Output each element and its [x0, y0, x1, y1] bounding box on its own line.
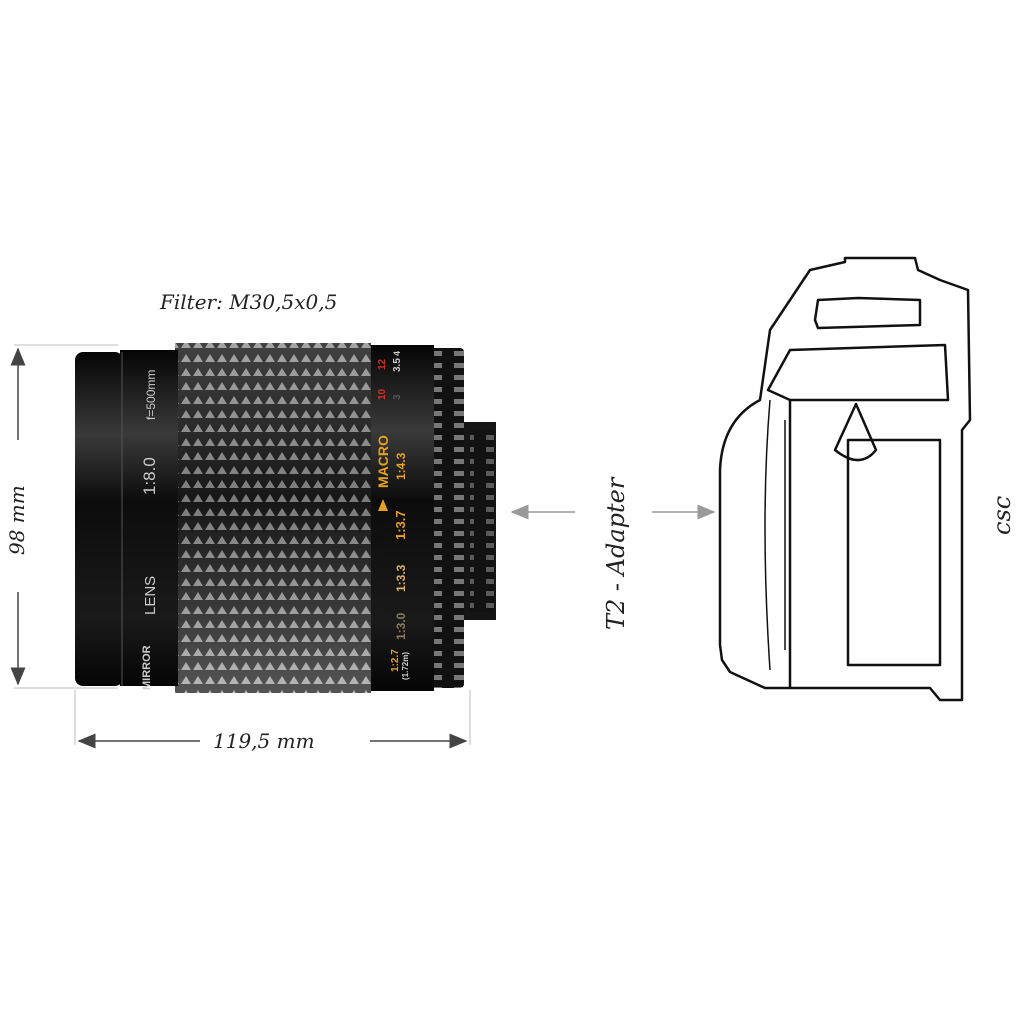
marking-ratio: 1:4.3 [394, 452, 408, 480]
marking-ratio: 1:3.7 [393, 510, 408, 540]
marking-ratio: 1:3.3 [394, 564, 408, 592]
marking-distance: 4 [392, 351, 402, 356]
marking-macro: MACRO [375, 435, 391, 488]
marking-distance: 3 [392, 394, 403, 400]
focus-ring-knurled [430, 348, 464, 688]
camera-outline-drawing [718, 256, 972, 702]
height-dimension: 98 mm [5, 344, 118, 689]
marking-focal: f=500mm [144, 370, 158, 420]
length-label: 119,5 mm [213, 729, 315, 753]
scale-ring [368, 345, 434, 691]
lens-name-ring [120, 350, 178, 686]
length-dimension: 119,5 mm [74, 690, 471, 753]
front-barrel [75, 352, 123, 686]
adapter-indicator: T2 - Adapter [510, 476, 716, 630]
mirror-lens-photo: MIRROR LENS 1:8.0 f=500mm MACRO 1:4.3 1:… [75, 343, 496, 693]
filter-label: Filter: M30,5x0,5 [159, 290, 337, 314]
marking-distance: 12 [377, 358, 388, 370]
adapter-label: T2 - Adapter [602, 476, 630, 630]
marking-aperture: 1:8.0 [140, 457, 159, 495]
marking-close: (1.72m) [401, 652, 410, 680]
marking-mirror: MIRROR [141, 645, 153, 690]
marking-ratio: 1:2.7 [390, 649, 401, 672]
marking-lens: LENS [142, 576, 159, 615]
marking-distance: 3.5 [392, 358, 403, 372]
height-label: 98 mm [5, 485, 29, 555]
camera-label: csc [988, 496, 1016, 535]
marking-ratio: 1:3.0 [394, 612, 408, 640]
marking-distance: 10 [377, 388, 388, 400]
